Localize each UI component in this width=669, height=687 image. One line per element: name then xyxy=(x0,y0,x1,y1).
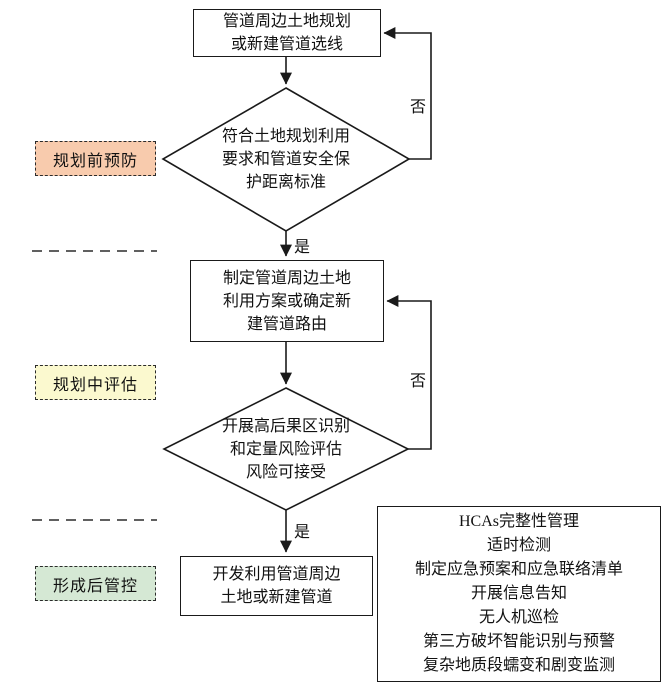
node-develop: 开发利用管道周边 土地或新建管道 xyxy=(180,556,373,616)
node-plan: 制定管道周边土地 利用方案或确定新 建管道路由 xyxy=(190,260,384,342)
stage-label-post-formation: 形成后管控 xyxy=(35,566,156,601)
stage-label-pre-planning: 规划前预防 xyxy=(35,141,156,176)
measure-item: HCAs完整性管理 xyxy=(458,513,579,530)
decision-compliance-label: 符合土地规划利用 要求和管道安全保 护距离标准 xyxy=(221,128,350,191)
measure-item: 第三方破坏智能识别与预警 xyxy=(422,633,615,650)
measure-item: 复杂地质段蠕变和剧变监测 xyxy=(422,657,615,674)
measure-item: 适时检测 xyxy=(486,537,551,554)
measure-item: 开展信息告知 xyxy=(470,585,567,602)
edge-label-yes-1: 是 xyxy=(293,239,310,256)
measure-item: 无人机巡检 xyxy=(478,609,559,626)
edge-label-no-2: 否 xyxy=(409,373,426,390)
edge-label-yes-2: 是 xyxy=(293,524,310,541)
decision-risk-label: 开展高后果区识别 和定量风险评估 风险可接受 xyxy=(221,417,350,481)
edge-label-no-1: 否 xyxy=(409,99,426,116)
measure-item: 制定应急预案和应急联络清单 xyxy=(414,561,623,578)
node-start: 管道周边土地规划 或新建管道选线 xyxy=(193,9,381,57)
stage-label-in-planning: 规划中评估 xyxy=(35,365,156,400)
edge-no-loop-2 xyxy=(386,295,432,450)
edge-no-loop-1 xyxy=(383,27,432,160)
measures-box: HCAs完整性管理 适时检测 制定应急预案和应急联络清单 开展信息告知 无人机巡… xyxy=(377,506,661,682)
